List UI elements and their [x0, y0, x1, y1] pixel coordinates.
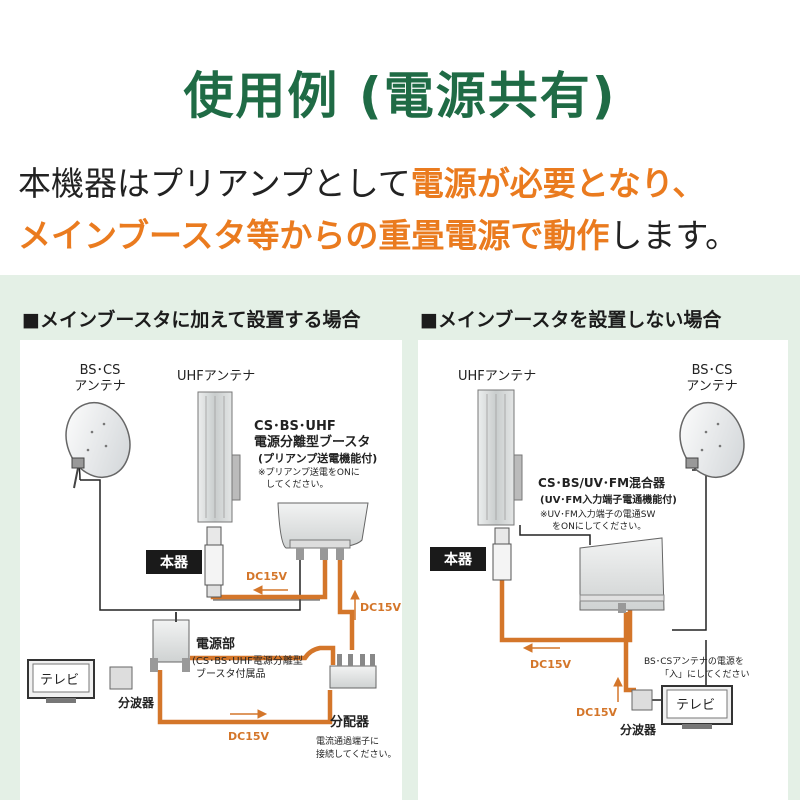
right-bs-cs-label-1: BS･CS [692, 363, 733, 378]
right-dc-label-bottom: DC15V [576, 706, 618, 719]
intro-line-1: 本機器はプリアンプとして電源が必要となり、 [18, 158, 798, 210]
left-bs-cs-label-2: アンテナ [74, 379, 125, 394]
intro-line1-highlight: 電源が必要となり、 [410, 164, 706, 203]
power-unit-label-2: (CS･BS･UHF電源分離型 [192, 654, 303, 667]
booster-icon [277, 502, 369, 560]
distributor-note-1: 電流通過端子に [316, 735, 379, 747]
mixer-note-1: ※UV･FM入力端子の電通SW [540, 508, 655, 520]
left-bs-cs-label-1: BS･CS [80, 363, 121, 378]
booster-note-2: してください。 [266, 479, 328, 490]
right-uhf-antenna-icon [477, 389, 523, 526]
left-tv-label: テレビ [40, 673, 79, 688]
left-splitter-label: 分波器 [118, 695, 155, 710]
left-dc-arrows [230, 585, 360, 719]
right-splitter-label: 分波器 [620, 722, 657, 737]
mixer-label-2: (UV･FM入力端子電通機能付) [540, 493, 677, 506]
left-heading: ■メインブースタに加えて設置する場合 [22, 309, 361, 331]
right-tv-icon [661, 685, 733, 729]
right-tv-label: テレビ [676, 698, 715, 713]
distributor-icon [329, 654, 377, 689]
right-device-label-box [430, 547, 486, 571]
device-label-box [146, 550, 202, 574]
power-unit-label-1: 電源部 [196, 636, 235, 652]
mixer-note-2: をONにしてください。 [552, 521, 646, 532]
booster-note-1: ※プリアンプ送電をONに [258, 466, 360, 478]
right-bs-cs-label-2: アンテナ [686, 379, 737, 394]
bs-cs-dish-icon [65, 402, 131, 489]
left-uhf-label: UHFアンテナ [177, 369, 255, 384]
intro-line1-plain: 本機器はプリアンプとして [18, 164, 411, 203]
intro-text: 本機器はプリアンプとして電源が必要となり、 メインブースタ等からの重畳電源で動作… [18, 158, 798, 262]
power-unit-icon [150, 612, 190, 672]
right-dc-arrows [522, 643, 623, 702]
power-unit-label-3: ブースタ付属品 [196, 667, 266, 680]
left-dc-label-bottom: DC15V [228, 730, 270, 743]
distributor-note-2: 接続してください。 [316, 748, 396, 760]
page-title: 使用例 (電源共有) [183, 67, 617, 125]
right-splitter-icon [631, 689, 653, 711]
booster-label-2: 電源分離型ブースタ [254, 434, 370, 450]
right-bs-cs-dish-icon [679, 402, 745, 478]
left-dc-label-top: DC15V [246, 570, 288, 583]
booster-label-3: (プリアンプ送電機能付) [258, 451, 377, 465]
booster-label-1: CS･BS･UHF [254, 419, 336, 434]
right-heading: ■メインブースタを設置しない場合 [420, 309, 722, 331]
right-device-label: 本器 [444, 551, 473, 568]
right-device-preamp-icon [492, 527, 512, 581]
device-preamp-icon [204, 526, 224, 598]
distributor-label: 分配器 [330, 714, 370, 730]
left-device-label: 本器 [160, 554, 189, 571]
mixer-label-1: CS･BS/UV･FM混合器 [538, 475, 666, 490]
uhf-antenna-icon [197, 391, 241, 523]
right-dc-label-mid: DC15V [530, 658, 572, 671]
mixer-icon [579, 537, 665, 613]
right-uhf-label: UHFアンテナ [458, 369, 536, 384]
tv-note-1: BS･CSアンテナの電源を [644, 656, 744, 667]
splitter-icon [109, 666, 133, 690]
intro-line2-plain: します。 [609, 216, 739, 255]
tv-note-2: 「入」にしてください [660, 669, 749, 680]
intro-line2-highlight: メインブースタ等からの重畳電源で動作 [18, 216, 610, 255]
tv-icon [27, 659, 95, 703]
intro-line-2: メインブースタ等からの重畳電源で動作します。 [18, 210, 798, 262]
left-dc-label-right: DC15V [360, 601, 402, 614]
